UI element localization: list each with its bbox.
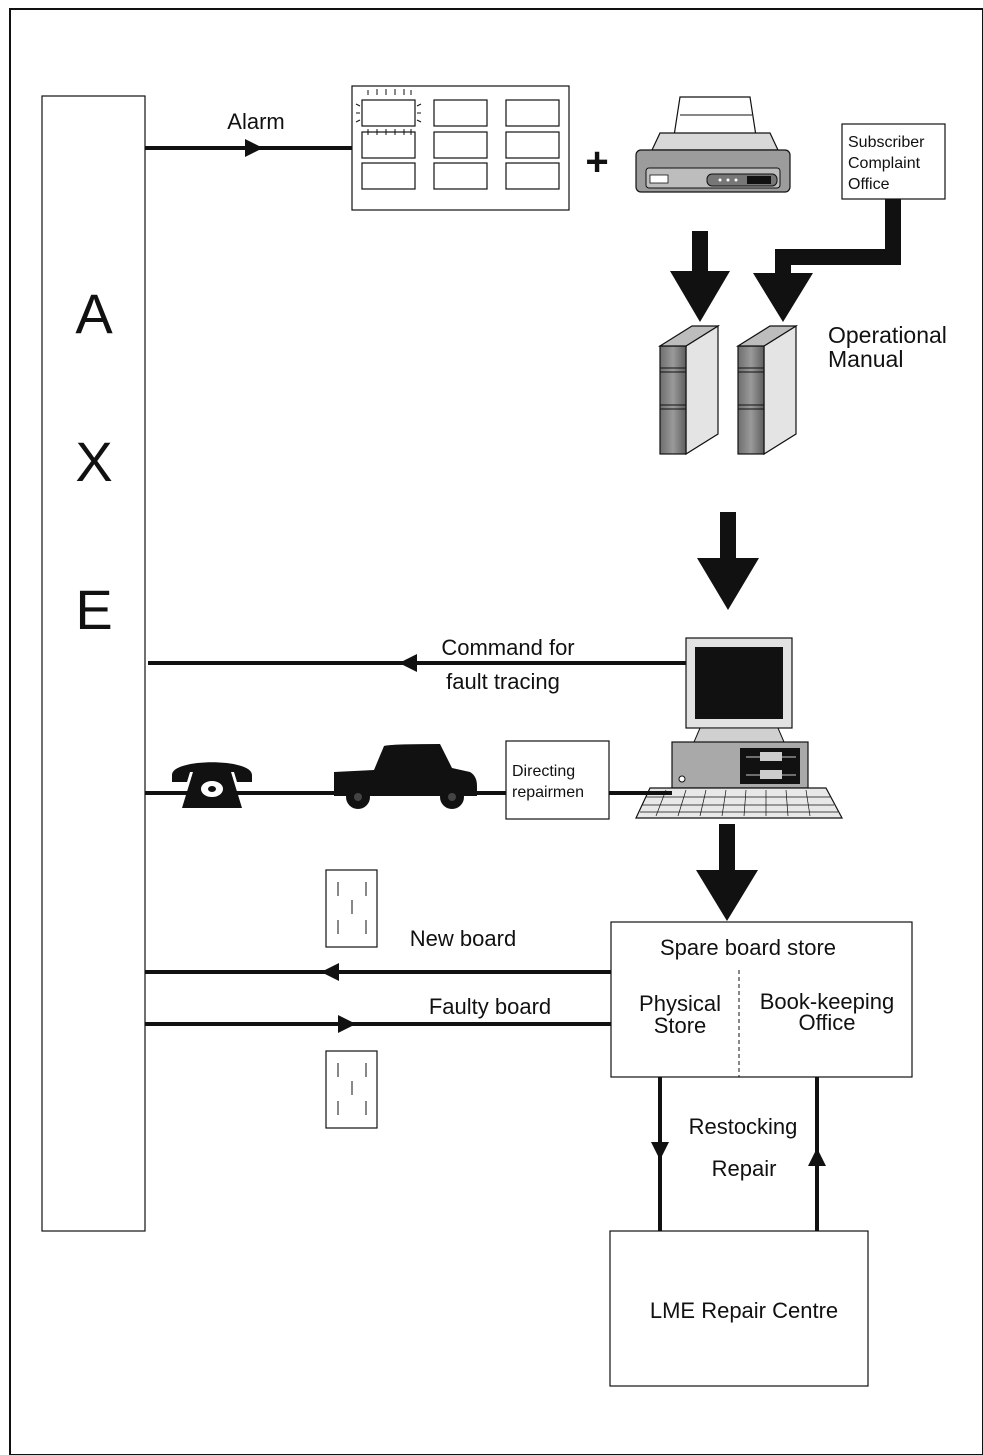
car-icon xyxy=(334,744,477,809)
arrow-manual-to-computer xyxy=(697,512,759,610)
telephone-icon xyxy=(172,762,252,808)
arrow-printer-to-manual xyxy=(670,231,730,322)
command-label-line-2: fault tracing xyxy=(446,669,560,694)
axe-exchange: A X E xyxy=(41,95,146,1232)
command-label-line-1: Command for xyxy=(441,635,574,660)
directing-line-2: repairmen xyxy=(512,784,584,801)
restocking-label: Restocking xyxy=(689,1114,798,1139)
manual-book-icon-2 xyxy=(735,324,799,456)
directing-repairmen-box: Directing repairmen xyxy=(505,740,610,820)
subscriber-office-line-1: Subscriber xyxy=(848,134,925,151)
bookkeeping-line-2: Office xyxy=(798,1010,855,1035)
new-board-label: New board xyxy=(410,926,516,951)
subscriber-office-line-3: Office xyxy=(848,176,890,193)
operational-manual-line-1: Operational xyxy=(828,322,947,348)
arrow-computer-to-store xyxy=(696,824,758,921)
alarm-flow: Alarm xyxy=(145,109,352,157)
faulty-board-flow: Faulty board xyxy=(145,994,611,1033)
spare-store-title: Spare board store xyxy=(660,935,836,960)
spare-board-store: Spare board store Physical Store Book-ke… xyxy=(610,921,913,1078)
directing-line-1: Directing xyxy=(512,763,575,780)
subscriber-complaint-office: Subscriber Complaint Office xyxy=(841,123,946,200)
operational-manual-line-2: Manual xyxy=(828,346,903,372)
command-flow: Command for fault tracing xyxy=(148,635,686,694)
bookkeeping-line-1: Book-keeping xyxy=(760,989,895,1014)
restocking-flow: Restocking xyxy=(651,1077,797,1231)
faulty-board-icon xyxy=(325,1050,378,1129)
lme-repair-centre: LME Repair Centre xyxy=(609,1230,869,1387)
repair-centre-label: LME Repair Centre xyxy=(650,1298,838,1323)
new-board-icon xyxy=(325,869,378,948)
subscriber-office-line-2: Complaint xyxy=(848,155,921,172)
axe-letter-x: X xyxy=(75,430,112,493)
repair-flow: Repair xyxy=(712,1077,826,1231)
alarm-label: Alarm xyxy=(227,109,284,134)
outer-frame xyxy=(9,8,983,1455)
axe-letter-e: E xyxy=(75,578,112,641)
repair-label: Repair xyxy=(712,1156,777,1181)
alarm-flash-rays xyxy=(355,89,422,135)
alarm-panel xyxy=(351,85,570,211)
physical-store-line-1: Physical xyxy=(639,991,721,1016)
computer-terminal-icon xyxy=(635,637,843,819)
new-board-flow: New board xyxy=(145,926,611,981)
printer-icon xyxy=(635,96,791,193)
axe-letter-a: A xyxy=(75,282,113,345)
faulty-board-label: Faulty board xyxy=(429,994,551,1019)
arrow-office-to-manual xyxy=(753,199,901,322)
manual-book-icon-1 xyxy=(657,324,721,456)
physical-store-line-2: Store xyxy=(654,1013,707,1038)
plus-sign: + xyxy=(585,140,608,184)
